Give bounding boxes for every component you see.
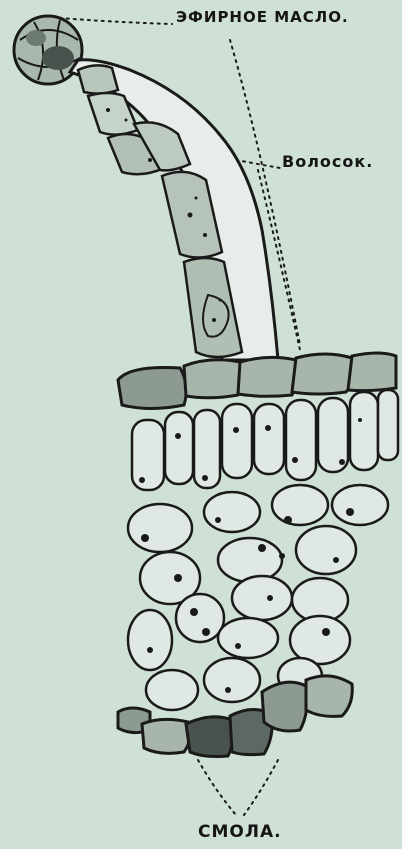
label-hair: Волосок. [282, 152, 373, 171]
label-resin: СМОЛА. [198, 822, 282, 842]
leader-resin-right [244, 760, 278, 815]
leader-oil-to-gland [60, 18, 172, 24]
leader-resin-left [198, 760, 236, 815]
label-essential-oil: ЭФИРНОЕ МАСЛО. [176, 8, 349, 26]
mesophyll-layer [128, 485, 388, 710]
